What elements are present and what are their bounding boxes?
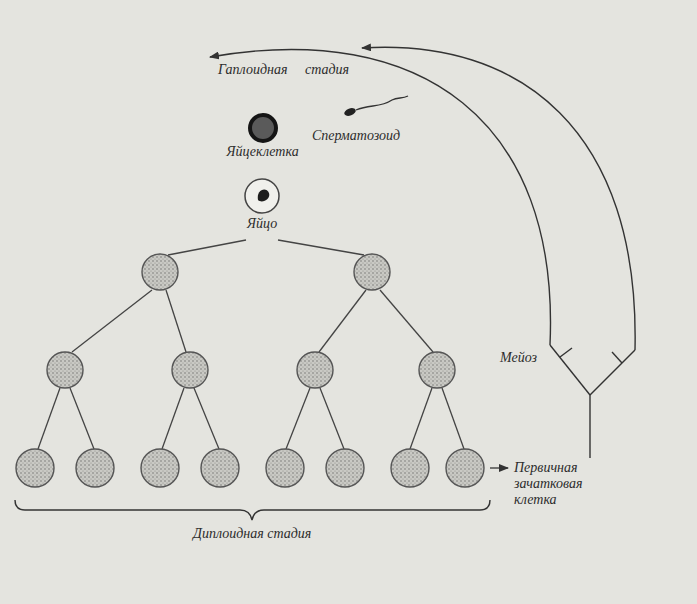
stage-label: Сперматозоид — [312, 128, 400, 144]
stage-label: стадия — [305, 62, 349, 78]
cell-outline — [241, 112, 285, 144]
cell-outline — [240, 176, 284, 216]
return-arrow — [362, 47, 635, 350]
zygote-cell: Яйцо — [238, 176, 286, 232]
brace — [15, 500, 490, 520]
cell-label: Яйцеклетка — [224, 144, 301, 160]
cell-label: Яйцо — [238, 216, 286, 232]
process-label: Мейоз — [500, 350, 537, 366]
meiosis-fork — [550, 345, 635, 458]
egg-cell: Яйцеклетка — [224, 112, 301, 160]
stage-label: Диплоидная стадия — [193, 526, 311, 542]
stage-label: Гаплоидная — [218, 62, 287, 78]
stage-label: Первичная зачатковая клетка — [514, 460, 606, 508]
return-arrow — [210, 49, 551, 345]
sperm-figure — [343, 96, 408, 117]
division-lines — [38, 240, 464, 449]
pointer-arrow — [490, 467, 508, 468]
diploid-cells — [16, 254, 484, 487]
